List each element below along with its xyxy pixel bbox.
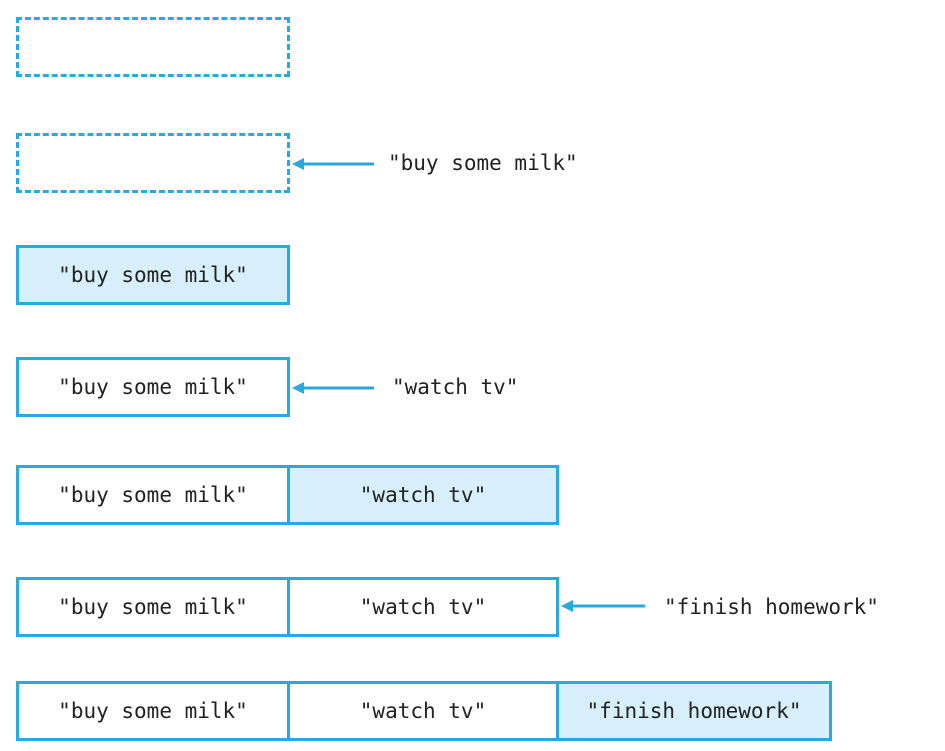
step-7: "buy some milk" "watch tv" "finish homew… — [0, 681, 945, 751]
step-3: "buy some milk" — [0, 245, 945, 315]
incoming-value: "watch tv" — [392, 375, 519, 399]
list-cell: "buy some milk" — [16, 681, 290, 741]
step-1 — [0, 17, 945, 87]
list-cell: "watch tv" — [287, 465, 559, 525]
empty-slot — [16, 17, 290, 77]
insert-arrow-icon — [292, 382, 374, 394]
list-cell: "finish homework" — [556, 681, 832, 741]
list-cell: "buy some milk" — [16, 357, 290, 417]
list-cell: "watch tv" — [287, 681, 559, 741]
insert-arrow-icon — [292, 158, 374, 170]
step-5: "buy some milk" "watch tv" — [0, 465, 945, 535]
step-6: "buy some milk" "watch tv" "finish homew… — [0, 577, 945, 647]
step-4: "buy some milk" "watch tv" — [0, 357, 945, 427]
list-cell: "buy some milk" — [16, 465, 290, 525]
list-cell: "buy some milk" — [16, 577, 290, 637]
list-cell: "watch tv" — [287, 577, 559, 637]
incoming-value: "buy some milk" — [388, 151, 578, 175]
list-cell: "buy some milk" — [16, 245, 290, 305]
empty-slot — [16, 133, 290, 193]
incoming-value: "finish homework" — [664, 595, 879, 619]
insert-arrow-icon — [561, 600, 645, 612]
step-2: "buy some milk" — [0, 133, 945, 203]
